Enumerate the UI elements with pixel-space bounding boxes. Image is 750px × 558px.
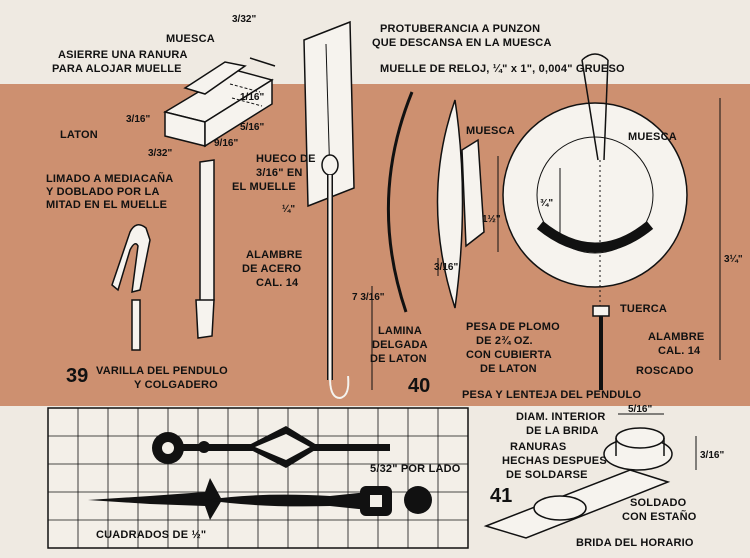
fig39-rod-left xyxy=(111,224,151,351)
label-muesca-top: MUESCA xyxy=(166,33,215,45)
label-dim-1-16-a: 1/16" xyxy=(240,92,264,103)
label-ranuras-1: RANURAS xyxy=(510,441,566,453)
label-dim-5-16: 5/16" xyxy=(240,122,264,133)
label-hueco-3: EL MUELLE xyxy=(232,181,296,193)
label-alambre-1: ALAMBRE xyxy=(246,249,302,261)
label-cuadrados: CUADRADOS DE ½" xyxy=(96,529,206,541)
fig39-rod-right xyxy=(195,159,215,339)
label-hueco-1: HUECO DE xyxy=(256,153,316,165)
label-dim-3-16-a: 3/16" xyxy=(126,114,150,125)
label-roscado: ROSCADO xyxy=(636,365,694,377)
label-ranuras-2: HECHAS DESPUES xyxy=(502,455,607,467)
label-muesca-right: MUESCA xyxy=(628,131,677,143)
hour-hand xyxy=(88,478,432,520)
label-diam-1: DIAM. INTERIOR xyxy=(516,411,606,423)
label-alambre-r1: ALAMBRE xyxy=(648,331,704,343)
figure-number-40: 40 xyxy=(408,375,430,397)
fig40-caption: PESA Y LENTEJA DEL PENDULO xyxy=(462,389,641,401)
label-limado-1: LIMADO A MEDIACAÑA xyxy=(46,172,173,185)
label-tuerca: TUERCA xyxy=(620,303,667,315)
label-alambre-2: DE ACERO xyxy=(242,263,301,275)
label-muelle: MUELLE DE RELOJ, ¼" x 1", 0,004" GRUESO xyxy=(380,63,625,75)
label-por-lado: 5/32" POR LADO xyxy=(370,463,461,475)
fig39-caption-2: Y COLGADERO xyxy=(134,379,218,391)
label-dim-3-16-d: 3/16" xyxy=(700,450,724,461)
label-limado-3: MITAD EN EL MUELLE xyxy=(46,199,167,211)
lens-front-view xyxy=(502,53,688,390)
dimension-lines xyxy=(371,98,721,390)
label-limado-2: Y DOBLADO POR LA xyxy=(46,186,160,198)
label-dim-3-32-top: 3/32" xyxy=(232,14,256,25)
label-dim-quarter: ¼" xyxy=(282,204,295,215)
label-ranuras-3: DE SOLDARSE xyxy=(506,469,588,481)
fig39-caption-1: VARILLA DEL PENDULO xyxy=(96,365,228,377)
label-dim-9-16: 9/16" xyxy=(214,138,238,149)
label-alambre-r2: CAL. 14 xyxy=(658,345,701,357)
label-dim-7-3-16: 7 3/16" xyxy=(352,292,385,303)
label-soldado-1: SOLDADO xyxy=(630,497,687,509)
label-laton: LATON xyxy=(60,129,98,141)
label-hueco-2: 3/16" EN xyxy=(256,167,303,179)
minute-hand xyxy=(152,426,390,468)
label-asierre-1: ASIERRE UNA RANURA xyxy=(58,49,188,61)
label-pesa-4: DE LATON xyxy=(480,363,537,375)
label-dim-5-16-b: 5/16" xyxy=(628,404,652,415)
label-muesca-mid: MUESCA xyxy=(466,125,515,137)
hour-flange xyxy=(483,413,697,539)
brass-block xyxy=(163,57,276,148)
label-asierre-2: PARA ALOJAR MUELLE xyxy=(52,63,182,75)
figure-number-41: 41 xyxy=(490,485,512,507)
label-pesa-1: PESA DE PLOMO xyxy=(466,321,560,333)
label-protub-1: PROTUBERANCIA A PUNZON xyxy=(380,23,540,35)
label-dim-1-half: 1½" xyxy=(482,214,501,225)
pendulum-rod xyxy=(327,175,350,400)
label-pesa-2: DE 2¾ OZ. xyxy=(476,335,533,347)
label-lamina-2: DELGADA xyxy=(372,339,428,351)
label-lamina-3: DE LATON xyxy=(370,353,427,365)
label-alambre-3: CAL. 14 xyxy=(256,277,299,289)
lens-side-view xyxy=(436,99,485,309)
label-pesa-3: CON CUBIERTA xyxy=(466,349,552,361)
label-dim-3-32-b: 3/32" xyxy=(148,148,172,159)
grid-panel xyxy=(47,407,469,549)
label-dim-3-4: ¾" xyxy=(540,198,553,209)
clock-spring xyxy=(303,20,355,208)
label-lamina-1: LAMINA xyxy=(378,325,422,337)
brass-sheet-arc xyxy=(386,91,414,313)
label-dim-3-16-c: 3/16" xyxy=(434,262,458,273)
figure-number-39: 39 xyxy=(66,365,88,387)
label-soldado-2: CON ESTAÑO xyxy=(622,510,697,523)
caption-brida: BRIDA DEL HORARIO xyxy=(576,537,694,549)
label-protub-2: QUE DESCANSA EN LA MUESCA xyxy=(372,37,552,49)
label-dim-3-1-4: 3¼" xyxy=(724,254,743,265)
label-diam-2: DE LA BRIDA xyxy=(526,425,599,437)
